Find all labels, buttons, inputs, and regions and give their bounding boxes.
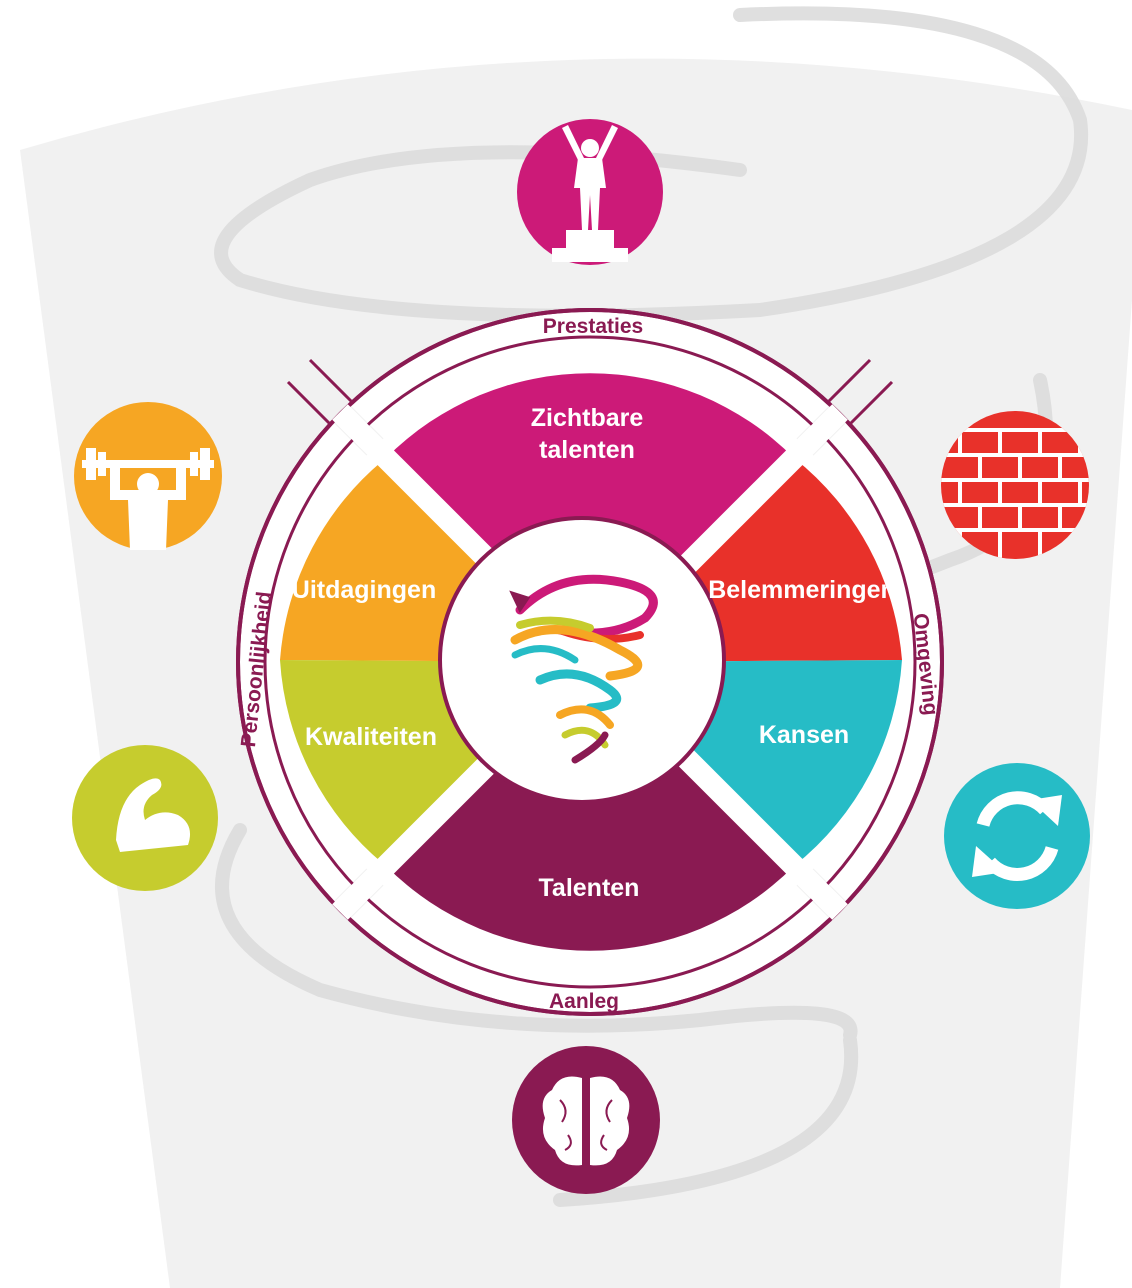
brick-wall-icon [941,411,1089,559]
brain-icon [512,1046,660,1194]
label-zichtbare-talenten-line1: Zichtbare [531,404,644,432]
ring-label-aanleg: Aanleg [549,990,619,1013]
weightlifter-icon [74,402,222,550]
ring-label-prestaties: Prestaties [543,315,643,338]
tornado-icon [509,574,658,764]
label-kwaliteiten: Kwaliteiten [305,723,437,751]
podium-winner-icon [517,119,663,265]
center-circle [438,516,726,804]
refresh-arrows-icon [944,763,1090,909]
label-uitdagingen: Uitdagingen [292,576,436,604]
label-talenten: Talenten [539,874,640,902]
flexed-arm-icon [72,745,218,891]
label-belemmeringen: Belemmeringen [708,576,896,604]
label-zichtbare-talenten-line2: talenten [539,436,635,464]
label-kansen: Kansen [759,721,849,749]
segment-talenten[interactable] [386,662,794,951]
